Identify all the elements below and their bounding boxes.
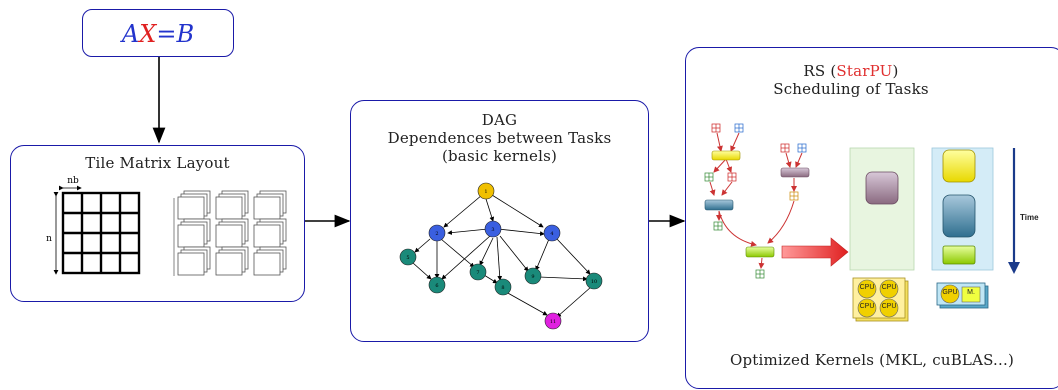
schedule-arrow <box>781 237 849 267</box>
tile-stacks <box>173 190 287 276</box>
dag-node-9: 9 <box>531 274 534 280</box>
equation-eq: = <box>156 20 177 48</box>
tile-matrix-diagram: nb n <box>46 176 287 276</box>
dag-node-1: 1 <box>484 189 487 195</box>
tile-grid <box>61 191 141 275</box>
dag-node-10: 10 <box>591 279 597 285</box>
equation-x: X <box>139 20 157 48</box>
dag-title-2: Dependences between Tasks <box>387 129 612 147</box>
dag-graph: 1 2 3 4 5 6 7 9 8 10 11 <box>399 182 603 330</box>
tile-matrix-title: Tile Matrix Layout <box>85 154 230 172</box>
rs-title-prefix: RS ( <box>803 62 837 80</box>
rs-title-suffix: ) <box>892 62 899 80</box>
tile-matrix-box: Tile Matrix Layout nb n <box>10 145 305 302</box>
dag-node-7: 7 <box>476 270 479 276</box>
dag-box: DAG Dependences between Tasks (basic ker… <box>350 100 649 342</box>
rs-footer: Optimized Kernels (MKL, cuBLAS...) <box>729 351 1015 369</box>
cpu-label-3: CPU <box>859 303 875 310</box>
cpu-label-4: CPU <box>881 303 897 310</box>
dag-node-4: 4 <box>550 231 553 237</box>
dag-node-2: 2 <box>435 231 438 237</box>
equation-text: AX=B <box>83 20 233 48</box>
dag-node-11: 11 <box>550 319 556 325</box>
equation-a: A <box>121 20 140 48</box>
rs-title-starpu: StarPU <box>836 62 893 80</box>
rs-title-2: Scheduling of Tasks <box>773 80 929 98</box>
scheduling-diagram <box>704 123 1020 322</box>
equation-box: AX=B <box>82 9 234 57</box>
nb-label: nb <box>67 176 79 186</box>
dag-node-6: 6 <box>435 283 438 289</box>
cpu-panel <box>849 147 915 271</box>
time-label: Time <box>1020 213 1039 222</box>
dag-title-1: DAG <box>481 111 518 129</box>
cpu-label-1: CPU <box>859 284 875 291</box>
memory-label: M. <box>967 289 975 296</box>
dag-node-8: 8 <box>501 285 504 291</box>
dag-title-3: (basic kernels) <box>441 147 558 165</box>
dag-node-5: 5 <box>406 255 409 261</box>
rs-starpu-box: RS (StarPU) Scheduling of Tasks <box>685 47 1058 389</box>
dag-node-3: 3 <box>491 227 494 233</box>
gpu-label: GPU <box>942 289 958 296</box>
equation-b: B <box>176 20 195 48</box>
n-label: n <box>46 234 52 244</box>
rs-title-1: RS (StarPU) <box>686 62 1016 80</box>
cpu-label-2: CPU <box>881 284 897 291</box>
